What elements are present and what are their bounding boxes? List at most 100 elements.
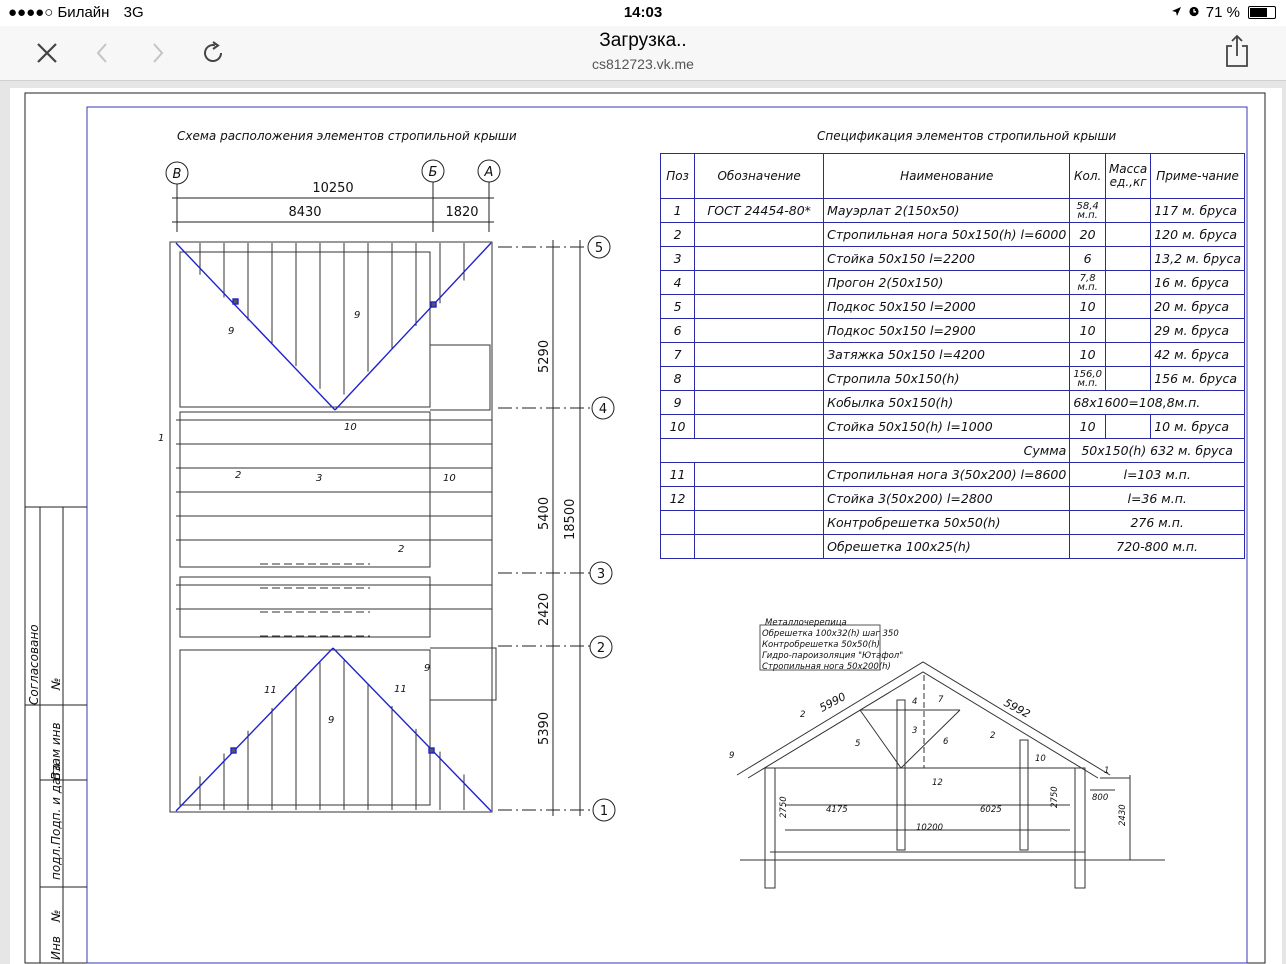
cell-mass [1104, 318, 1152, 343]
header-note: Приме-чание [1150, 153, 1245, 199]
header-pos: Поз [659, 153, 696, 199]
section-callout: 2750 [779, 796, 789, 818]
cell-name: Стойка 50х150(h) l=1000 [823, 414, 1071, 439]
stamp-label: № [49, 910, 63, 923]
inner-frame [86, 106, 1248, 964]
cell-pos: 10 [659, 414, 696, 439]
cell-mass [1104, 222, 1152, 247]
spec-title: Спецификация элементов стропильной крыши [817, 129, 1116, 143]
cell-code [694, 366, 825, 391]
section-callout: 5 [855, 739, 860, 749]
cell-qty: 156,0 м.п. [1069, 366, 1106, 391]
cell-name: Стропильная нога 3(50х200) l=8600 [823, 462, 1071, 487]
cell-note: 16 м. бруса [1150, 270, 1245, 295]
section-callout: 6 [943, 737, 949, 747]
section-callout: 2 [800, 710, 805, 720]
axis-label-b: Б [429, 165, 438, 180]
cell-code [694, 390, 825, 415]
section-callout: 10 [1035, 754, 1046, 764]
battery-percent: 71 % [1205, 4, 1240, 21]
dim-5290: 5290 [537, 340, 552, 373]
section-callout: 7 [938, 695, 944, 705]
carrier-info: ●●●●○ Билайн 3G [8, 4, 144, 21]
back-button[interactable] [86, 36, 120, 70]
cell-mass [1104, 246, 1152, 271]
status-bar: ●●●●○ Билайн 3G 14:03 71 % [0, 0, 1286, 26]
cell-name: Стойка 3(50х200) l=2800 [823, 486, 1071, 511]
section-callout: 2430 [1118, 804, 1128, 826]
cell-note: 29 м. бруса [1150, 318, 1245, 343]
hip-lines [175, 242, 492, 812]
roof-layer-item: Гидро-пароизоляция "Ютафол" [762, 651, 903, 661]
cell-code [694, 510, 825, 535]
roof-layer-item: Металлочерепица [765, 618, 847, 628]
cell-pos: 1 [659, 198, 696, 223]
page-title: Загрузка.. [599, 30, 687, 51]
network-label: 3G [123, 4, 144, 21]
cell-qty: 10 [1069, 342, 1106, 367]
dim-5390: 5390 [537, 712, 552, 745]
alarm-icon [1188, 4, 1200, 21]
cell-name: Кобылка 50х150(h) [823, 390, 1071, 415]
stamp-label: Согласовано [27, 624, 41, 705]
cell-name: Стропильная нога 50х150(h) l=6000 [823, 222, 1071, 247]
axis-label-a: А [484, 165, 494, 180]
cell-qty: 10 [1069, 318, 1106, 343]
cell-pos [659, 510, 696, 535]
stamp-label: подл.Подп. и дата [49, 763, 63, 880]
section-callout: 9 [729, 751, 734, 761]
page-url[interactable]: cs812723.vk.me [592, 56, 694, 72]
reload-button[interactable] [196, 36, 230, 70]
cell-code [694, 534, 825, 559]
cell-name: Контробрешетка 50х50(h) [823, 510, 1071, 535]
cell-pos: 12 [659, 486, 696, 511]
section-callout: 5992 [1002, 696, 1033, 721]
share-button[interactable] [1220, 34, 1254, 68]
cell-qty: 10 [1069, 294, 1106, 319]
cell-qty: 7,8 м.п. [1069, 270, 1106, 295]
roof-layer-item: Обрешетка 100х32(h) шаг 350 [762, 629, 899, 639]
browser-toolbar: Загрузка.. cs812723.vk.me [0, 26, 1286, 81]
table-row: 9 Кобылка 50х150(h)68х1600=108,8м.п. [659, 390, 1245, 415]
cell-pos: 7 [659, 342, 696, 367]
cell-code [694, 270, 825, 295]
cell-mass [1104, 342, 1152, 367]
close-button[interactable] [30, 36, 64, 70]
cell-note: 117 м. бруса [1150, 198, 1245, 223]
cell-value: 276 м.п. [1069, 510, 1245, 535]
plan-callout: 9 [228, 326, 234, 337]
cell-pos: 9 [659, 390, 696, 415]
plan-callout: 1 [158, 433, 164, 444]
dim-10250: 10250 [312, 181, 353, 196]
cell-value: 720-800 м.п. [1069, 534, 1245, 559]
cell-pos: 8 [659, 366, 696, 391]
forward-button[interactable] [140, 36, 174, 70]
cell-code [694, 414, 825, 439]
cell-note: 120 м. бруса [1150, 222, 1245, 247]
dim-5400: 5400 [537, 497, 552, 530]
cell-sum-value: 50х150(h) 632 м. бруса [1069, 438, 1245, 463]
section-callout: 3 [912, 726, 917, 736]
cell-code [694, 222, 825, 247]
location-icon [1171, 4, 1182, 21]
cell-name: Затяжка 50х150 l=4200 [823, 342, 1071, 367]
cell-note: 20 м. бруса [1150, 294, 1245, 319]
roof-section [736, 624, 1165, 889]
carrier-label: ●●●●○ Билайн [8, 4, 110, 21]
plan-callout: 9 [354, 310, 360, 321]
section-callout: 2750 [1050, 786, 1060, 808]
plan-title: Схема расположения элементов стропильной… [177, 129, 517, 143]
cell-code [694, 318, 825, 343]
dim-8430: 8430 [288, 205, 321, 220]
axis-markers-top: В Б А [165, 159, 501, 232]
cell-qty: 68х1600=108,8м.п. [1069, 390, 1245, 415]
